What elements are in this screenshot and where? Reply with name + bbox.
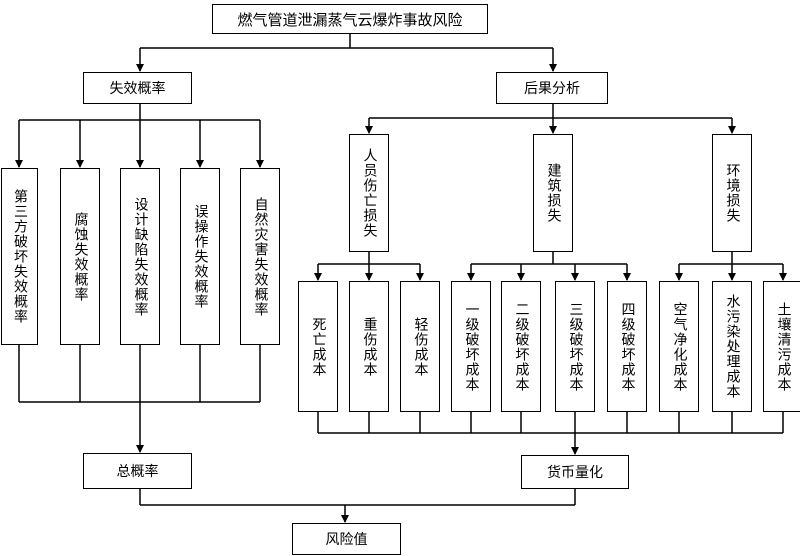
consequence-analysis-box: 后果分析 bbox=[496, 72, 608, 104]
corrosion-failure-probability-box: 腐蚀失效概率 bbox=[60, 168, 100, 345]
level-3-damage-cost-box: 三级破坏成本 bbox=[555, 281, 595, 412]
natural-disaster-failure-probability-box: 自然灾害失效概率 bbox=[240, 168, 280, 345]
level-2-damage-cost-box: 二级破坏成本 bbox=[501, 281, 541, 412]
building-loss-box: 建筑损失 bbox=[533, 134, 573, 252]
level-4-damage-cost-box: 四级破坏成本 bbox=[607, 281, 647, 412]
air-purification-cost-box: 空气净化成本 bbox=[659, 281, 699, 412]
monetization-box: 货币量化 bbox=[521, 455, 629, 489]
environmental-loss-box: 环境损失 bbox=[712, 134, 752, 252]
design-defect-failure-probability-box: 设计缺陷失效概率 bbox=[120, 168, 160, 345]
minor-injury-cost-box: 轻伤成本 bbox=[400, 281, 440, 412]
third-party-damage-failure-probability-box: 第三方破坏失效概率 bbox=[1, 168, 38, 345]
serious-injury-cost-box: 重伤成本 bbox=[349, 281, 389, 412]
title-box: 燃气管道泄漏蒸气云爆炸事故风险 bbox=[212, 4, 488, 34]
casualty-loss-box: 人员伤亡损失 bbox=[349, 134, 389, 252]
misoperation-failure-probability-box: 误操作失效概率 bbox=[180, 168, 220, 345]
risk-value-box: 风险值 bbox=[292, 523, 401, 555]
death-cost-box: 死亡成本 bbox=[298, 281, 338, 412]
water-pollution-treatment-cost-box: 水污染处理成本 bbox=[712, 281, 752, 412]
soil-remediation-cost-box: 土壤清污成本 bbox=[763, 281, 800, 412]
failure-probability-box: 失效概率 bbox=[83, 72, 192, 104]
total-probability-box: 总概率 bbox=[83, 453, 192, 489]
level-1-damage-cost-box: 一级破坏成本 bbox=[451, 281, 491, 412]
